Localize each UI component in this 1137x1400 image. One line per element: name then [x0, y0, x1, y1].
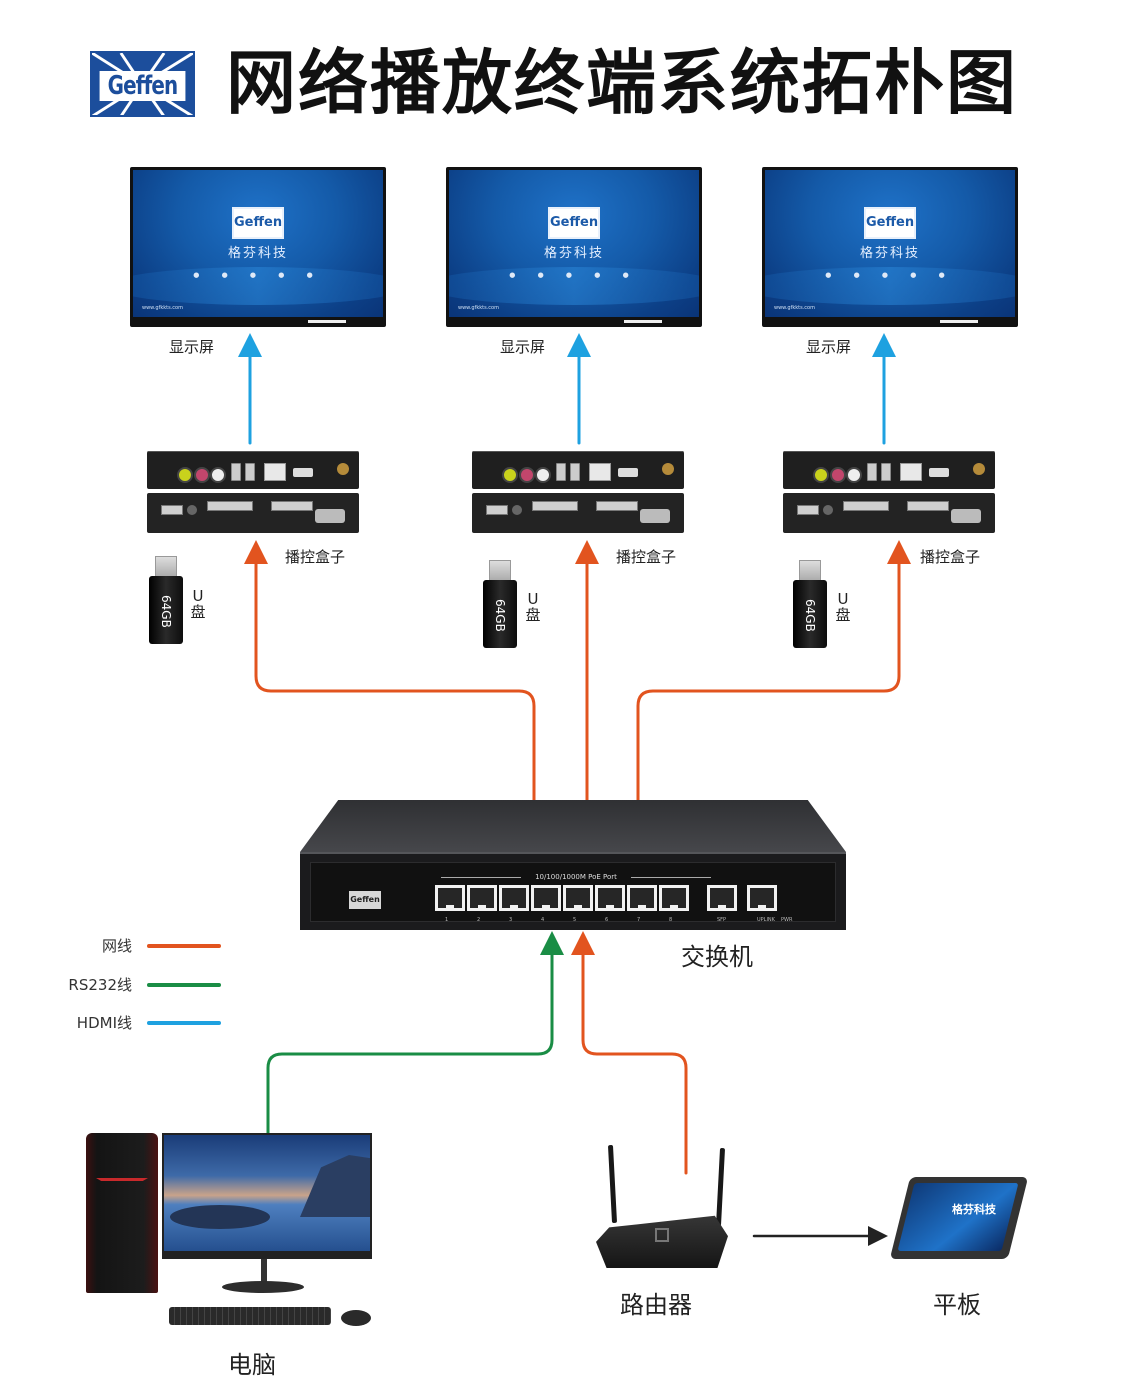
page-title: 网络播放终端系统拓朴图 [226, 42, 1018, 124]
display-brand: 格芬科技 [543, 246, 604, 261]
legend-label-network: 网线 [101, 937, 132, 955]
display-label-2: 显示屏 [500, 338, 546, 356]
router-label: 路由器 [620, 1291, 692, 1319]
switch-port-6 [595, 885, 625, 911]
legend-line-network [147, 944, 221, 948]
display-brand: 格芬科技 [227, 246, 288, 261]
switch-port-5 [563, 885, 593, 911]
mouse-icon [341, 1310, 371, 1326]
usb-drive-3: 64GB [793, 560, 829, 650]
display-label-3: 显示屏 [806, 338, 852, 356]
display-logo: Geffen [232, 207, 284, 239]
display-logo: Geffen [864, 207, 916, 239]
pc-tower [86, 1133, 158, 1293]
usb-drive-1: 64GB [149, 556, 185, 646]
switch-port-number: UPLINK [757, 917, 775, 923]
display-url: www.gfkkts.com [774, 305, 815, 311]
player-box-1 [147, 451, 359, 533]
usb-capacity: 64GB [493, 598, 507, 632]
usb-capacity: 64GB [803, 598, 817, 632]
usb-label-1: U盘 [190, 587, 206, 621]
switch-port-9 [707, 885, 737, 911]
switch-port-caption: 10/100/1000M PoE Port [441, 873, 711, 881]
player-label-3: 播控盒子 [920, 548, 981, 566]
switch-port-number: 8 [669, 917, 673, 923]
keyboard-icon [169, 1307, 331, 1325]
pc-monitor [162, 1133, 372, 1259]
geffen-logo: Geffen [90, 51, 195, 117]
rs232-line [266, 931, 564, 1135]
usb-label-2: U盘 [525, 590, 541, 624]
network-switch: Geffen 10/100/1000M PoE Port 1 2 3 4 5 6 7 8 SFP… [300, 800, 846, 930]
computer-label: 电脑 [228, 1351, 276, 1379]
tablet-screen-text: 格芬科技 [952, 1203, 996, 1216]
switch-port-number: 2 [477, 917, 481, 923]
network-line-1 [244, 540, 536, 802]
player-box-2 [472, 451, 684, 533]
display-screen-3: Geffen 格芬科技 ● ● ● ● ● www.gfkkts.com [762, 167, 1018, 327]
switch-port-number: 5 [573, 917, 577, 923]
display-logo: Geffen [548, 207, 600, 239]
display-url: www.gfkkts.com [142, 305, 183, 311]
router-logo-icon [655, 1228, 669, 1242]
legend-line-rs232 [147, 983, 221, 987]
display-screen-1: Geffen 格芬科技 ● ● ● ● ● www.gfkkts.com [130, 167, 386, 327]
switch-port-1 [435, 885, 465, 911]
monitor-base [222, 1281, 304, 1293]
network-line-3 [636, 540, 911, 802]
switch-port-7 [627, 885, 657, 911]
legend-line-hdmi [147, 1021, 221, 1025]
switch-port-number: 4 [541, 917, 545, 923]
tablet-label: 平板 [933, 1291, 981, 1319]
display-dots: ● ● ● ● ● [509, 271, 639, 279]
switch-power-indicator: PWR [781, 917, 793, 923]
display-dots: ● ● ● ● ● [825, 271, 955, 279]
player-label-1: 播控盒子 [285, 548, 346, 566]
switch-port-10 [747, 885, 777, 911]
switch-port-number: 3 [509, 917, 513, 923]
usb-plug-icon [489, 560, 511, 582]
usb-plug-icon [799, 560, 821, 582]
legend-label-rs232: RS232线 [68, 976, 132, 994]
usb-drive-2: 64GB [483, 560, 519, 650]
usb-plug-icon [155, 556, 177, 578]
switch-port-number: SFP [717, 917, 727, 923]
display-screen-2: Geffen 格芬科技 ● ● ● ● ● www.gfkkts.com [446, 167, 702, 327]
switch-label: 交换机 [681, 943, 753, 971]
network-line-router [571, 931, 688, 1175]
switch-logo: Geffen [349, 891, 381, 909]
switch-port-2 [467, 885, 497, 911]
display-label-1: 显示屏 [169, 338, 215, 356]
display-dots: ● ● ● ● ● [193, 271, 323, 279]
logo-text: Geffen [99, 71, 186, 101]
switch-port-number: 6 [605, 917, 609, 923]
legend-label-hdmi: HDMI线 [76, 1014, 132, 1032]
display-brand: 格芬科技 [859, 246, 920, 261]
switch-port-8 [659, 885, 689, 911]
usb-capacity: 64GB [159, 594, 173, 628]
switch-port-number: 1 [445, 917, 449, 923]
monitor-stand [261, 1259, 267, 1283]
display-url: www.gfkkts.com [458, 305, 499, 311]
player-box-3 [783, 451, 995, 533]
usb-label-3: U盘 [835, 590, 851, 624]
switch-port-3 [499, 885, 529, 911]
switch-port-4 [531, 885, 561, 911]
tablet: 格芬科技 [889, 1177, 1029, 1259]
switch-port-number: 7 [637, 917, 641, 923]
player-label-2: 播控盒子 [616, 548, 677, 566]
